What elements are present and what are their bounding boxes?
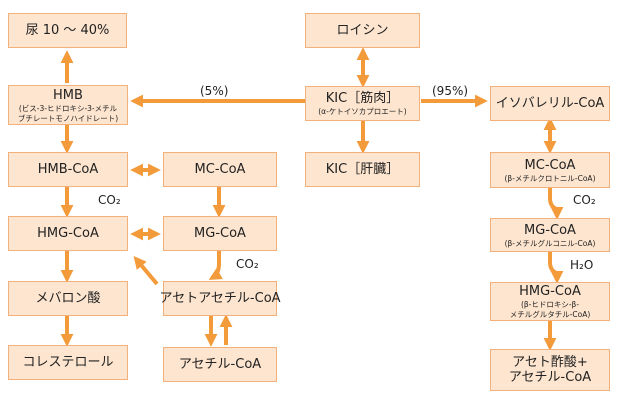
kic-muscle-subtitle: (α-ケトイソカプロエート) xyxy=(318,107,407,116)
mevalonic-acid-label: メバロン酸 xyxy=(35,291,101,306)
hmg-coa-right-subtitle-2: メチルグルタチル-CoA) xyxy=(509,310,591,319)
hmb-subtitle-1: (ビス-3-ヒドロキシ-3-メチル xyxy=(18,103,118,113)
mg-coa-right-box: MG-CoA (β-メチルグルコニル-CoA) xyxy=(490,218,610,252)
h2o-label: H₂O xyxy=(570,258,594,272)
acetoacetic-acid-label: アセト酢酸+ xyxy=(512,355,588,370)
mg-coa-right-label: MG-CoA xyxy=(524,222,576,238)
percent-5-label: (5%) xyxy=(200,84,229,98)
mc-coa-right-box: MC-CoA (β-メチルクロトニル-CoA) xyxy=(490,152,610,188)
hmb-box: HMB (ビス-3-ヒドロキシ-3-メチル ブチレートモノハイドレート) xyxy=(8,85,128,125)
hmg-coa-right-label: HMG-CoA xyxy=(519,284,581,299)
mc-coa-left-label: MC-CoA xyxy=(194,162,246,177)
hmg-coa-left-label: HMG-CoA xyxy=(37,226,99,241)
hmb-coa-box: HMB-CoA xyxy=(8,152,128,187)
acetoacetyl-coa-label: アセトアセチル-CoA xyxy=(159,291,281,306)
mg-coa-right-subtitle: (β-メチルグルコニル-CoA) xyxy=(504,238,596,248)
co2-label-hmb: CO₂ xyxy=(98,193,121,207)
arrow-acetoacetyl-to-hmgcoa xyxy=(133,256,159,286)
co2-label-mg: CO₂ xyxy=(236,257,259,271)
urine-label: 尿 10 〜 40% xyxy=(25,23,110,38)
acetyl-coa-label: アセチル-CoA xyxy=(178,357,262,372)
kic-muscle-box: KIC［筋肉］ (α-ケトイソカプロエート) xyxy=(305,86,420,121)
arrow-mgcoa-to-acetoacetyl xyxy=(208,251,223,280)
cholesterol-label: コレステロール xyxy=(22,355,114,370)
acetoacetyl-coa-box: アセトアセチル-CoA xyxy=(159,281,281,316)
kic-liver-label: KIC［肝臓］ xyxy=(325,162,400,177)
arrow-mccoa-to-mgcoa-right xyxy=(548,188,564,220)
arrow-mgcoa-to-hmgcoa-right xyxy=(548,252,564,284)
mevalonic-acid-box: メバロン酸 xyxy=(8,281,128,316)
hmb-subtitle-2: ブチレートモノハイドレート) xyxy=(17,113,119,123)
hmg-coa-left-box: HMG-CoA xyxy=(8,216,128,251)
urine-box: 尿 10 〜 40% xyxy=(8,13,127,48)
kic-muscle-label: KIC［筋肉］ xyxy=(325,91,400,106)
co2-label-mc-right: CO₂ xyxy=(573,193,596,207)
acetyl-coa-box: アセチル-CoA xyxy=(163,347,277,382)
hmb-label: HMB xyxy=(53,87,83,103)
mc-coa-left-box: MC-CoA xyxy=(163,152,277,187)
mg-coa-left-label: MG-CoA xyxy=(194,226,246,241)
leucine-box: ロイシン xyxy=(305,13,420,48)
acetoacetic-acetyl-coa-label: アセチル-CoA xyxy=(508,370,592,385)
acetoacetic-acid-box: アセト酢酸+ アセチル-CoA xyxy=(490,349,610,391)
kic-liver-box: KIC［肝臓］ xyxy=(305,152,420,187)
isovaleryl-coa-label: イソバレリル-CoA xyxy=(495,96,605,111)
mc-coa-right-subtitle: (β-メチルクロトニル-CoA) xyxy=(504,173,596,183)
hmb-coa-label: HMB-CoA xyxy=(37,162,99,177)
isovaleryl-coa-box: イソバレリル-CoA xyxy=(490,86,610,121)
mc-coa-right-label: MC-CoA xyxy=(524,157,576,173)
mg-coa-left-box: MG-CoA xyxy=(163,216,277,251)
leucine-label: ロイシン xyxy=(336,23,389,38)
cholesterol-box: コレステロール xyxy=(8,345,128,380)
percent-95-label: (95%) xyxy=(432,84,469,98)
hmg-coa-right-box: HMG-CoA (β-ヒドロキシ-β- メチルグルタチル-CoA) xyxy=(490,282,610,321)
hmg-coa-right-subtitle-1: (β-ヒドロキシ-β- xyxy=(520,300,580,309)
